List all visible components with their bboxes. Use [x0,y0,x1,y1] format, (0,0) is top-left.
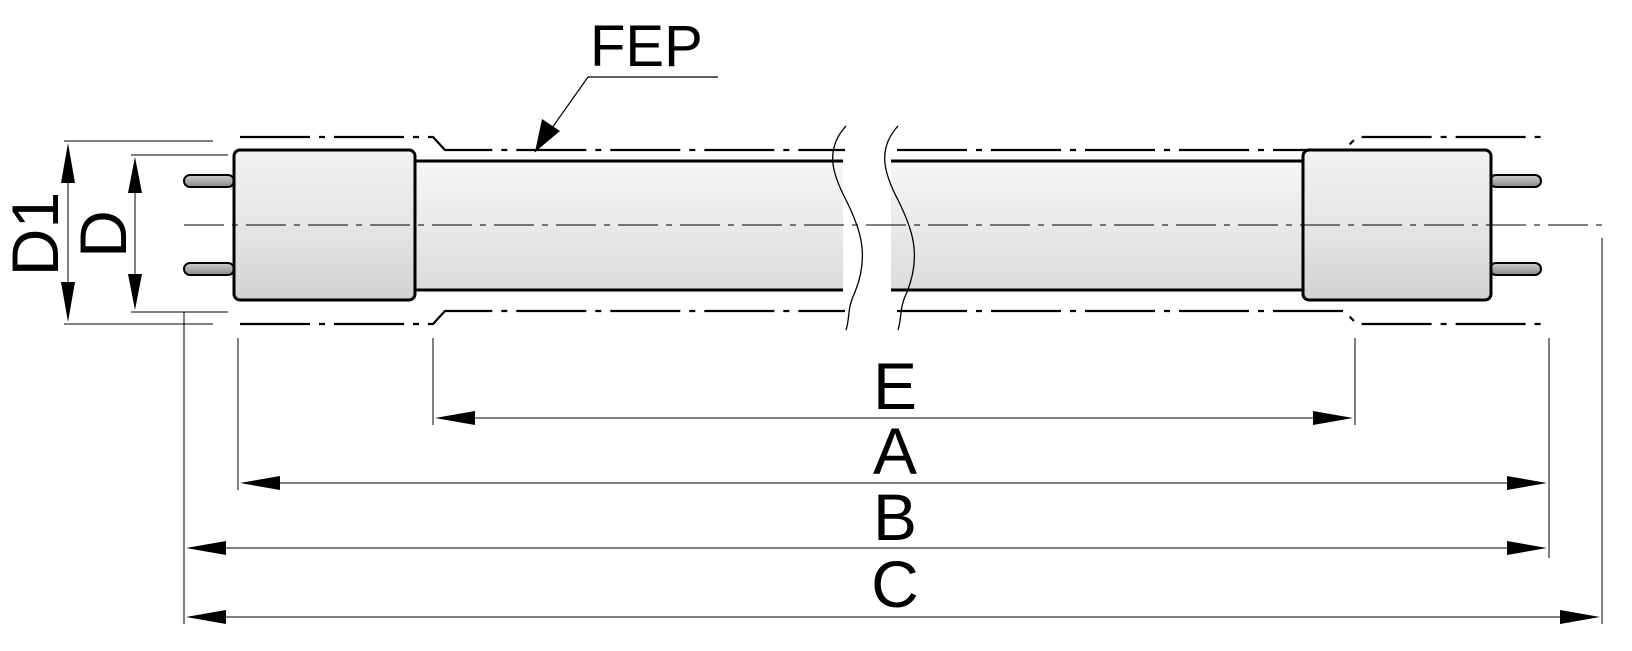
dimension-label-c: C [871,547,919,621]
pin-left-top [183,174,235,188]
pin-left-bottom [183,262,235,276]
dimension-label-e: E [873,349,917,423]
fep-leader-arrowhead [535,119,560,152]
dimension-label-b: B [873,480,917,554]
dimension-label-a: A [873,414,917,488]
extension-lines [64,140,1603,624]
dimension-label-d1: D1 [0,192,72,276]
pin-right-bottom [1489,262,1542,276]
fep-leader [534,76,718,153]
break-lines [832,125,916,331]
dimension-label-d: D [66,210,140,258]
fep-label: FEP [590,14,703,79]
fep-sleeve-outline [240,135,1549,326]
pin-right-top [1489,174,1542,188]
dimension-lines [67,148,1596,618]
dimension-arrowheads [61,143,1600,624]
